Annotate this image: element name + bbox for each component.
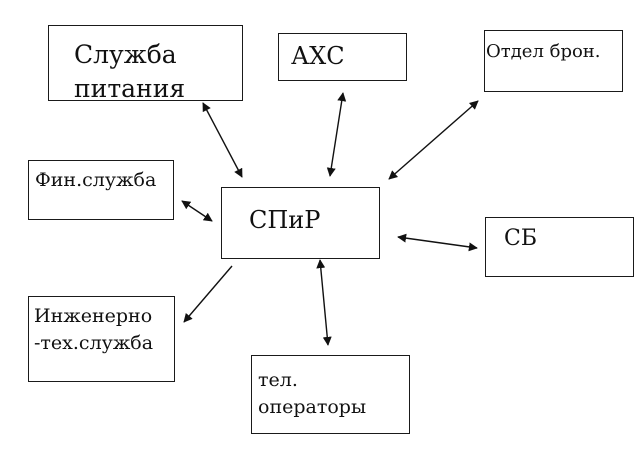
arrow-center-ahs bbox=[326, 92, 347, 177]
food-service-label: Служба питания bbox=[74, 40, 186, 103]
arrow-center-sb bbox=[397, 233, 478, 252]
sb-box bbox=[485, 217, 634, 277]
ahs-label: АХС bbox=[291, 42, 345, 70]
booking-dept-label: Отдел брон. bbox=[486, 41, 601, 62]
center-box bbox=[221, 187, 380, 259]
arrow-center-food-service bbox=[202, 102, 243, 178]
fin-service-label: Фин.служба bbox=[35, 169, 157, 191]
arrow-center-fin-service bbox=[181, 200, 213, 222]
food-service-box bbox=[48, 25, 243, 101]
phone-operators-label: тел. операторы bbox=[258, 369, 367, 418]
eng-service-label: Инженерно -тех.служба bbox=[34, 305, 154, 354]
arrow-center-booking-dept bbox=[388, 100, 479, 180]
ahs-box bbox=[278, 33, 407, 81]
fin-service-box bbox=[28, 160, 174, 220]
arrow-center-eng-service bbox=[183, 265, 233, 323]
center-label: СПиР bbox=[249, 206, 321, 234]
booking-dept-box bbox=[484, 30, 623, 92]
eng-service-box bbox=[28, 296, 175, 382]
sb-label: СБ bbox=[504, 226, 537, 251]
phone-operators-box bbox=[251, 355, 410, 434]
arrow-center-phone-operators bbox=[316, 259, 332, 346]
